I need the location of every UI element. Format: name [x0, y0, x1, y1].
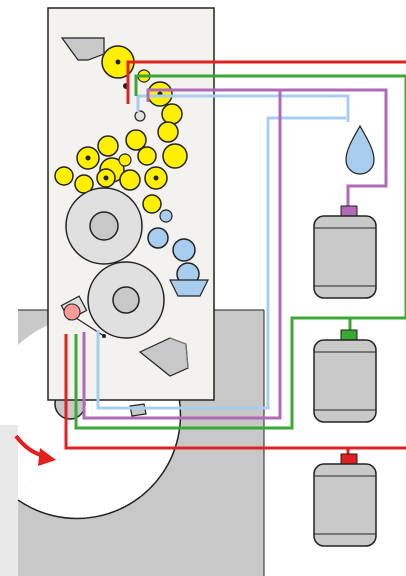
ink-roller: [157, 121, 179, 143]
background-panel-light: [0, 425, 18, 576]
tank-body: [313, 215, 377, 299]
dampening-roller: [147, 227, 169, 249]
water-drop-icon: [345, 124, 375, 175]
ink-fountain: [60, 37, 105, 61]
ink-roller: [125, 129, 147, 151]
tank-cap: [340, 329, 358, 341]
water-line: [96, 94, 350, 410]
ink-roller: [97, 135, 119, 157]
tank-body: [313, 463, 377, 547]
plate-cylinder-hub: [89, 211, 119, 241]
rotation-arrow-icon: [14, 434, 56, 466]
dampening-roller: [172, 238, 196, 262]
green-ink-line: [74, 74, 406, 430]
tank-body: [313, 339, 377, 423]
ink-roller-train: [54, 45, 188, 214]
ink-roller: [54, 166, 74, 186]
ink-roller: [142, 194, 162, 214]
ink-tank-green: [313, 329, 377, 423]
gripper-notch: [129, 403, 147, 417]
ink-tank-purple: [313, 205, 377, 299]
water-pan: [169, 279, 209, 297]
transfer-roller: [134, 110, 146, 122]
blanket-cylinder: [87, 261, 165, 339]
dampening-roller-train: [147, 209, 209, 297]
tank-cap: [340, 453, 358, 465]
blanket-cylinder-hub: [112, 286, 140, 314]
purple-ink-line: [82, 88, 388, 420]
ink-roller: [162, 143, 188, 169]
ink-roller: [119, 169, 141, 191]
ink-roller: [161, 103, 183, 125]
dampening-roller: [159, 209, 173, 223]
ink-roller: [118, 153, 132, 167]
plate-cylinder: [65, 187, 143, 265]
ink-tank-red: [313, 453, 377, 547]
tank-cap: [340, 205, 358, 217]
ink-roller: [137, 146, 157, 166]
